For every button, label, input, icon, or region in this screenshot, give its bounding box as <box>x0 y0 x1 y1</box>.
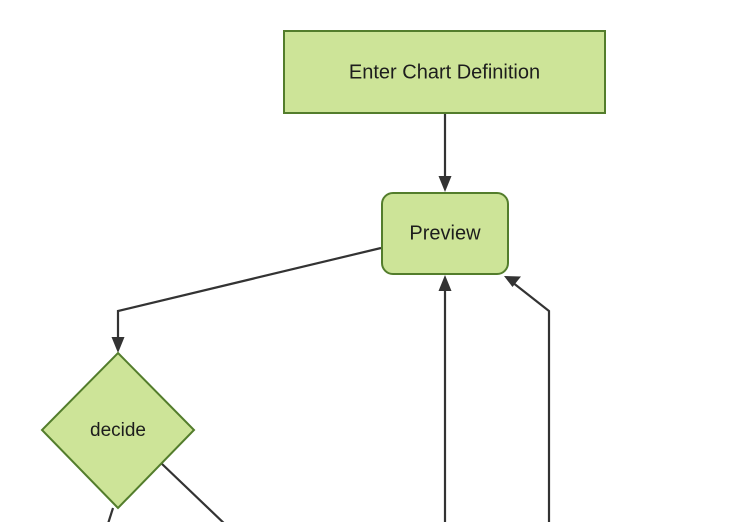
arrowhead-icon <box>504 276 521 287</box>
arrowhead-icon <box>438 275 452 291</box>
node-rect[interactable] <box>381 192 509 275</box>
node-rect[interactable] <box>283 30 606 114</box>
edge-return-right-to-preview <box>504 276 551 522</box>
edge-line <box>107 507 115 522</box>
edge-line <box>160 462 225 522</box>
edge-enter-to-preview <box>438 114 452 192</box>
edge-return-center-to-preview <box>438 275 452 522</box>
node-preview[interactable]: Preview <box>381 192 509 275</box>
edge-preview-to-decide <box>111 246 382 353</box>
arrowhead-icon <box>111 337 125 353</box>
node-diamond[interactable] <box>40 351 196 510</box>
edge-line <box>116 246 382 343</box>
node-enter-chart-definition[interactable]: Enter Chart Definition <box>283 30 606 114</box>
edge-line <box>511 281 551 522</box>
edge-decide-branch-right <box>160 462 225 522</box>
node-decide[interactable]: decide <box>40 351 196 510</box>
arrowhead-icon <box>438 176 452 192</box>
edge-decide-branch-left <box>107 507 115 522</box>
